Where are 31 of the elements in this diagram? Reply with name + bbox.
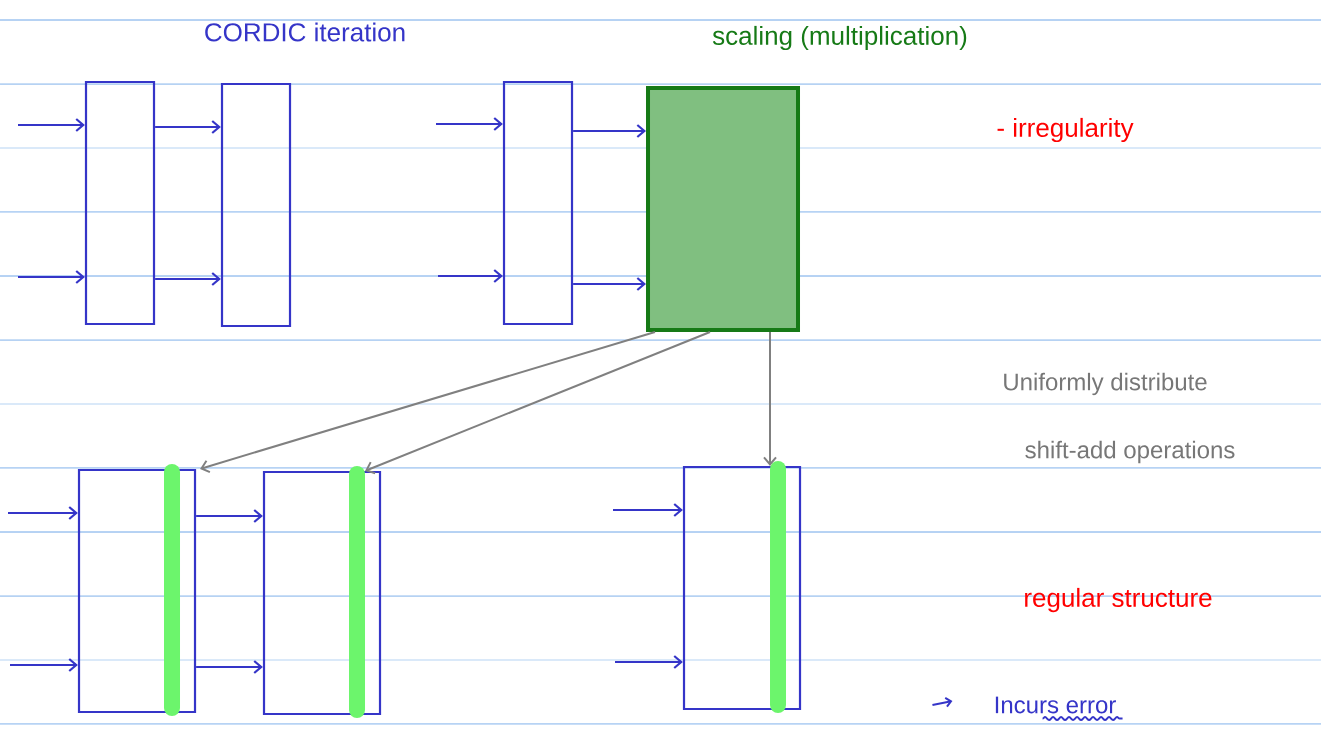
note-text: - irregularity [997, 117, 1134, 143]
arrow [155, 272, 221, 286]
arrow [438, 269, 503, 283]
block-box [262, 470, 382, 716]
arrow [196, 509, 263, 523]
arrow [196, 660, 263, 674]
arrow [613, 503, 683, 517]
arrow [18, 118, 85, 132]
note-text: Uniformly distribute [1004, 372, 1207, 396]
arrow [436, 117, 503, 131]
arrow [155, 120, 221, 134]
arrow [8, 506, 78, 520]
arrow [365, 331, 711, 475]
block-box [502, 80, 574, 326]
arrow [10, 658, 78, 672]
arrow [18, 270, 85, 284]
arrow [615, 655, 683, 669]
note-text: CORDIC iteration [205, 22, 405, 42]
scaling-box [646, 86, 800, 332]
arrow [573, 124, 646, 138]
arrow [200, 331, 656, 474]
block-box [84, 80, 156, 326]
block-box [682, 465, 802, 711]
block-box [220, 82, 292, 328]
block-box [77, 468, 197, 714]
note-text: scaling (multiplication) [712, 25, 967, 51]
note-text: shift-add operations [1025, 440, 1235, 464]
arrow [763, 331, 777, 466]
note-text: regular structure [1025, 587, 1212, 613]
note-text: Incurs error [995, 696, 1116, 714]
arrow [573, 277, 646, 291]
